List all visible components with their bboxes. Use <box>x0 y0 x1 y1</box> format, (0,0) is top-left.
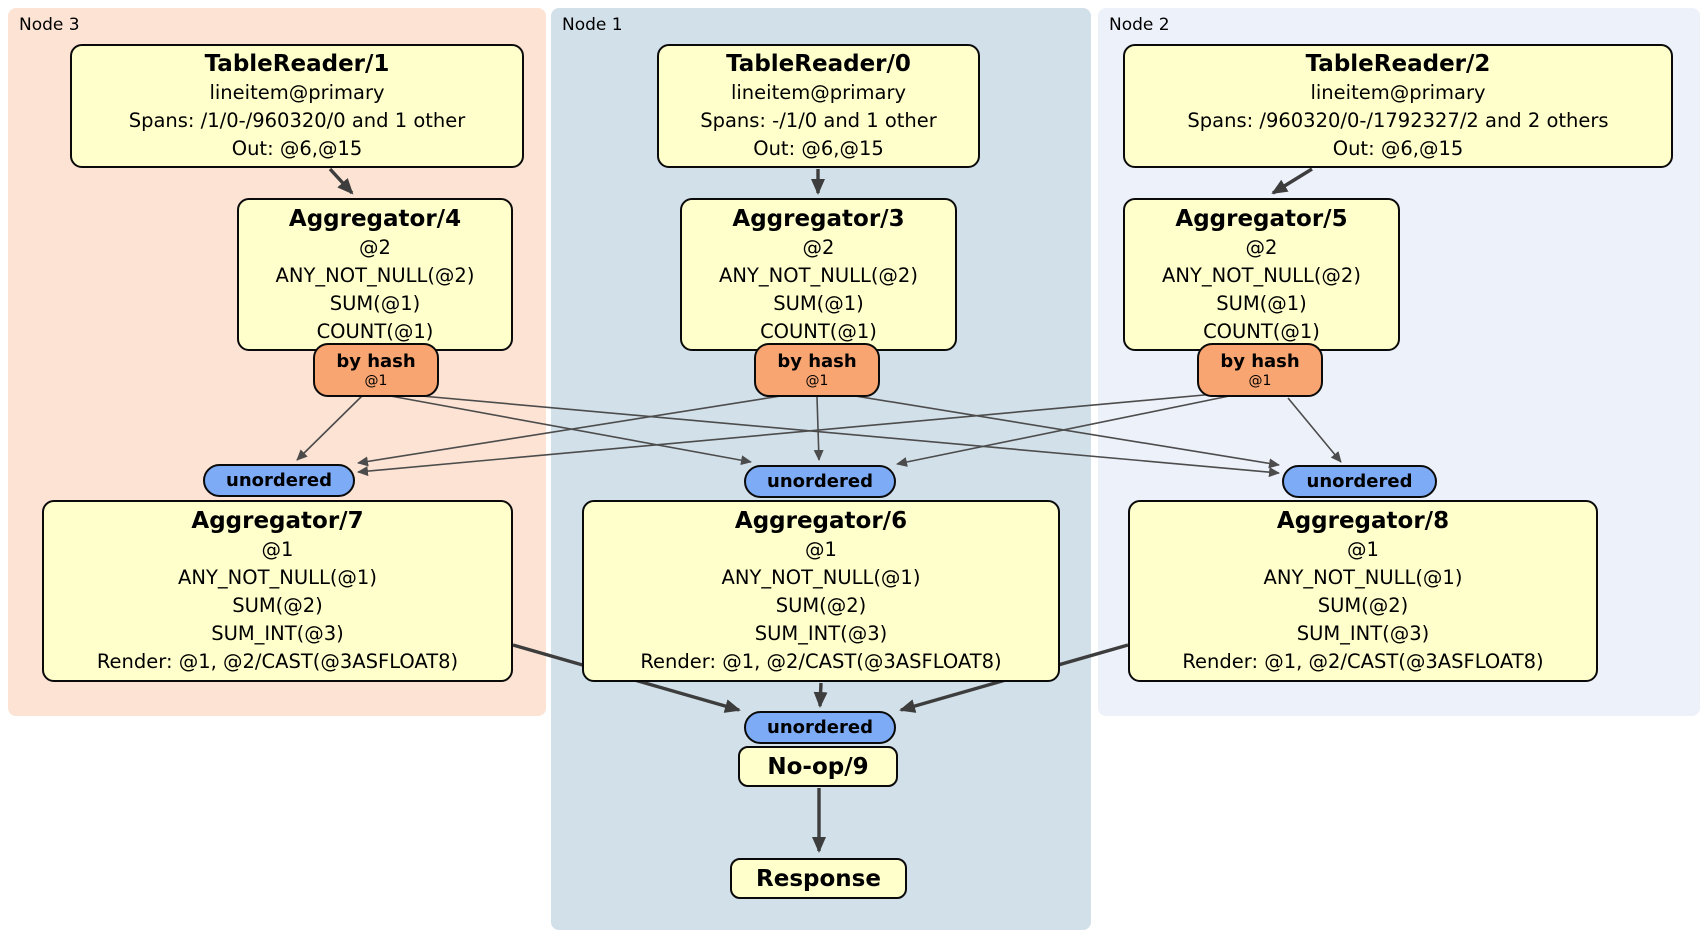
processor-detail: ANY_NOT_NULL(@1) <box>178 566 377 589</box>
sync-unordered-label: unordered <box>767 471 873 492</box>
edge <box>1271 167 1313 195</box>
processor-title: Aggregator/7 <box>191 508 364 534</box>
processor-detail: SUM_INT(@3) <box>211 622 344 645</box>
processor-detail: lineitem@primary <box>209 81 385 104</box>
sync-unordered-8: unordered <box>1282 465 1437 498</box>
processor-title: TableReader/0 <box>726 51 911 77</box>
processor-detail: Render: @1, @2/CAST(@3ASFLOAT8) <box>1182 650 1544 673</box>
region-label: Node 1 <box>562 15 623 35</box>
router-by-hash-5: by hash @1 <box>1197 343 1323 397</box>
processor-title: TableReader/2 <box>1305 51 1491 77</box>
edge <box>387 392 1280 478</box>
router-by-hash-detail: @1 <box>1248 372 1272 389</box>
processor-noop-9: No-op/9 <box>738 746 898 787</box>
edge <box>296 395 363 461</box>
processor-detail: Out: @6,@15 <box>1332 137 1464 160</box>
processor-detail: COUNT(@1) <box>1203 319 1320 343</box>
processor-aggregator-4: Aggregator/4 @2 ANY_NOT_NULL(@2) SUM(@1)… <box>237 198 513 351</box>
sync-unordered-label: unordered <box>1306 471 1413 492</box>
processor-detail: SUM(@1) <box>329 291 421 315</box>
processor-detail: lineitem@primary <box>730 81 907 104</box>
region-label: Node 2 <box>1109 15 1170 35</box>
processor-title: Aggregator/3 <box>732 205 905 232</box>
processor-detail: SUM(@1) <box>773 291 864 315</box>
processor-detail: ANY_NOT_NULL(@2) <box>275 263 475 287</box>
processor-aggregator-5: Aggregator/5 @2 ANY_NOT_NULL(@2) SUM(@1)… <box>1123 198 1400 351</box>
router-by-hash-4: by hash @1 <box>313 343 439 397</box>
processor-title: Aggregator/5 <box>1175 205 1348 232</box>
processor-detail: lineitem@primary <box>1310 81 1486 104</box>
edge <box>896 393 1240 467</box>
processor-title: TableReader/1 <box>204 51 390 77</box>
processor-response: Response <box>730 858 907 899</box>
processor-title: No-op/9 <box>767 753 869 780</box>
processor-detail: ANY_NOT_NULL(@1) <box>1263 566 1463 589</box>
processor-aggregator-8: Aggregator/8 @1 ANY_NOT_NULL(@1) SUM(@2)… <box>1128 500 1598 682</box>
processor-title: Response <box>756 865 881 892</box>
processor-detail: SUM(@2) <box>1317 594 1409 617</box>
edge <box>813 396 824 461</box>
processor-aggregator-3: Aggregator/3 @2 ANY_NOT_NULL(@2) SUM(@1)… <box>680 198 957 351</box>
processor-tablereader-2: TableReader/2 lineitem@primary Spans: /9… <box>1123 44 1673 168</box>
processor-detail: ANY_NOT_NULL(@1) <box>721 566 921 589</box>
processor-aggregator-6: Aggregator/6 @1 ANY_NOT_NULL(@1) SUM(@2)… <box>582 500 1060 682</box>
processor-detail: Spans: -/1/0 and 1 other <box>700 109 937 132</box>
processor-detail: @2 <box>1245 235 1278 259</box>
processor-detail: @2 <box>359 235 391 259</box>
processor-detail: SUM(@2) <box>775 594 867 617</box>
processor-aggregator-7: Aggregator/7 @1 ANY_NOT_NULL(@1) SUM(@2)… <box>42 500 513 682</box>
edge <box>1287 397 1342 463</box>
processor-detail: Spans: /1/0-/960320/0 and 1 other <box>128 109 466 132</box>
processor-detail: Out: @6,@15 <box>231 137 363 160</box>
router-by-hash-label: by hash <box>777 350 857 372</box>
processor-detail: Spans: /960320/0-/1792327/2 and 2 others <box>1187 109 1609 132</box>
edge <box>357 393 794 467</box>
processor-detail: ANY_NOT_NULL(@2) <box>1162 263 1361 287</box>
edge <box>384 394 752 466</box>
processor-detail: SUM_INT(@3) <box>1296 622 1430 645</box>
sync-unordered-9: unordered <box>744 711 896 744</box>
edge <box>813 682 828 708</box>
processor-detail: Out: @6,@15 <box>753 137 884 160</box>
router-by-hash-detail: @1 <box>805 372 829 389</box>
processor-detail: @1 <box>805 538 837 561</box>
edge <box>328 167 354 195</box>
processor-title: Aggregator/4 <box>288 205 462 232</box>
processor-tablereader-0: TableReader/0 lineitem@primary Spans: -/… <box>657 44 980 168</box>
router-by-hash-label: by hash <box>336 350 416 372</box>
edge <box>842 393 1280 469</box>
processor-detail: Render: @1, @2/CAST(@3ASFLOAT8) <box>96 650 459 673</box>
tablereader-to-aggregator-edges <box>328 167 1313 195</box>
processor-detail: Render: @1, @2/CAST(@3ASFLOAT8) <box>640 650 1002 673</box>
processor-detail: SUM_INT(@3) <box>754 622 888 645</box>
processor-detail: SUM(@1) <box>1216 291 1307 315</box>
processor-tablereader-1: TableReader/1 lineitem@primary Spans: /1… <box>70 44 524 168</box>
sync-unordered-6: unordered <box>744 465 896 498</box>
processor-detail: COUNT(@1) <box>760 319 877 343</box>
processor-detail: @1 <box>261 538 294 561</box>
processor-detail: @1 <box>1347 538 1379 561</box>
processor-title: Aggregator/8 <box>1276 508 1450 534</box>
processor-detail: COUNT(@1) <box>316 319 434 343</box>
processor-detail: SUM(@2) <box>232 594 323 617</box>
sync-unordered-7: unordered <box>203 464 355 497</box>
router-by-hash-label: by hash <box>1220 350 1300 372</box>
sync-unordered-label: unordered <box>767 717 873 738</box>
router-by-hash-3: by hash @1 <box>754 343 880 397</box>
processor-detail: @2 <box>802 235 835 259</box>
hash-router-mesh-edges <box>296 391 1342 478</box>
edge <box>357 391 1238 477</box>
router-by-hash-detail: @1 <box>364 372 388 389</box>
sync-unordered-label: unordered <box>226 470 332 491</box>
processor-title: Aggregator/6 <box>734 508 908 534</box>
region-label: Node 3 <box>19 15 80 35</box>
processor-detail: ANY_NOT_NULL(@2) <box>719 263 918 287</box>
